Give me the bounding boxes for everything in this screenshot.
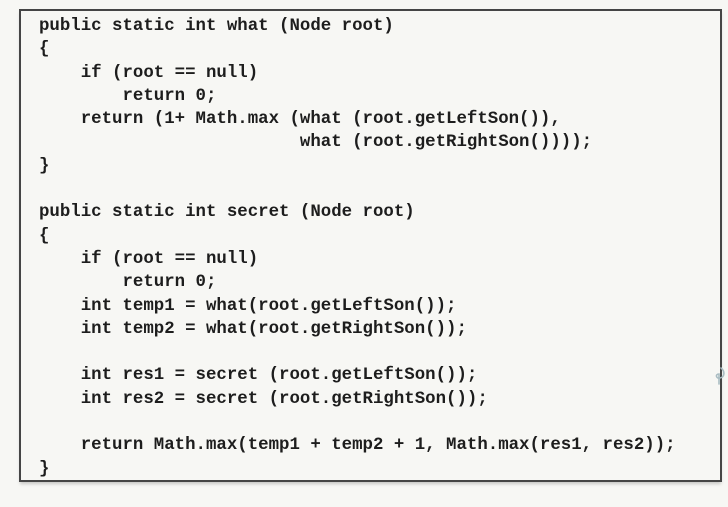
code-listing: public static int what (Node root) { if … bbox=[39, 17, 676, 479]
code-box: public static int what (Node root) { if … bbox=[19, 9, 722, 482]
